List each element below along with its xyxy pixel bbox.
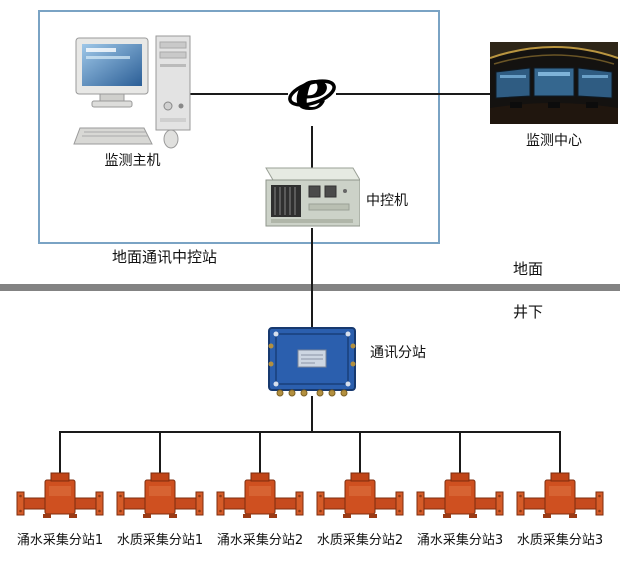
connector-server-substation: [311, 228, 313, 332]
underground-label: 井下: [513, 303, 544, 321]
center-label: 监测中心: [526, 133, 582, 149]
flow-meter-icon: [315, 468, 405, 524]
drop-line-3: [259, 431, 261, 475]
server-icon: [263, 166, 361, 230]
internet-icon: e: [288, 58, 336, 126]
host-label: 监测主机: [104, 153, 161, 169]
flow-meter-icon: [215, 468, 305, 524]
device-label: 涌水采集分站1: [16, 533, 104, 548]
ground-station-label: 地面通讯中控站: [112, 248, 218, 266]
substation-label: 通讯分站: [370, 345, 426, 361]
device-label: 涌水采集分站2: [216, 533, 304, 548]
bus-line: [59, 431, 561, 433]
device-label: 水质采集分站2: [316, 533, 404, 548]
server-label: 中控机: [366, 193, 408, 209]
surface-label: 地面: [513, 260, 544, 278]
svg-text:e: e: [295, 62, 329, 122]
flow-meter-icon: [115, 468, 205, 524]
drop-line-2: [159, 431, 161, 475]
flow-meter-icon: [515, 468, 605, 524]
device-label: 水质采集分站1: [116, 533, 204, 548]
connector-host-internet-center: [186, 93, 492, 95]
drop-line-4: [359, 431, 361, 475]
monitoring-center-image: [489, 42, 619, 124]
connector-internet-server: [311, 124, 313, 172]
flow-meter-icon: [15, 468, 105, 524]
host-computer-icon: [70, 32, 195, 150]
device-label: 水质采集分站3: [516, 533, 604, 548]
drop-line-5: [459, 431, 461, 475]
surface-underground-divider: [0, 284, 620, 291]
device-label: 涌水采集分站3: [416, 533, 504, 548]
connector-substation-bus: [311, 396, 313, 432]
flow-meter-icon: [415, 468, 505, 524]
junction-box-icon: [268, 324, 356, 397]
drop-line-6: [559, 431, 561, 475]
drop-line-1: [59, 431, 61, 475]
